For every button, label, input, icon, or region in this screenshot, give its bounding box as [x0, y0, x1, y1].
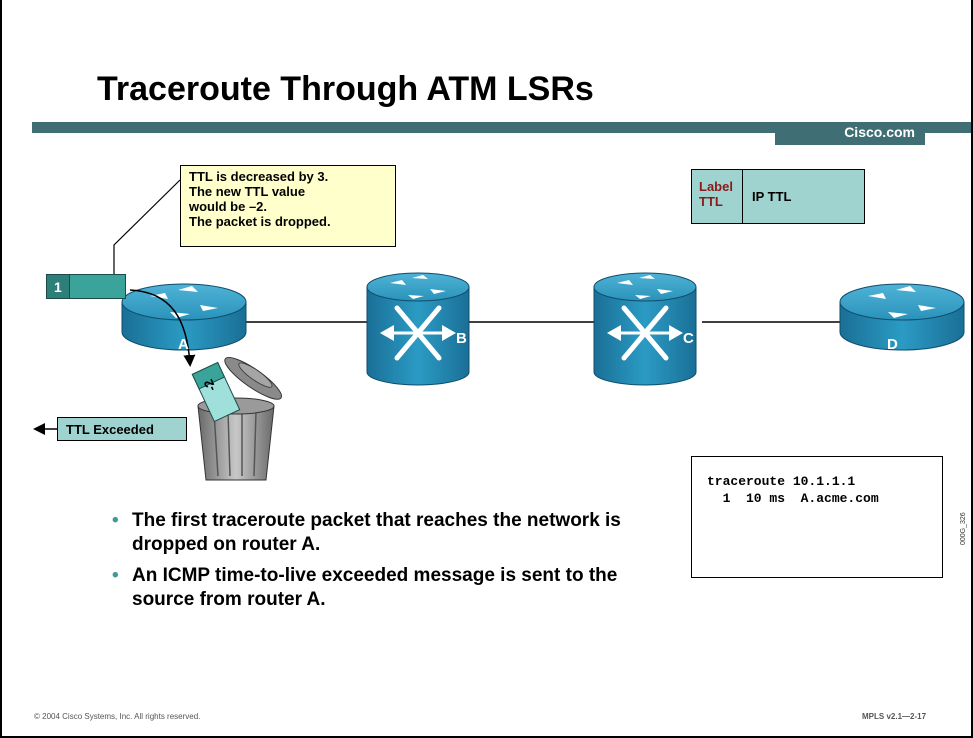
router-d-icon — [839, 283, 965, 351]
traceroute-command: traceroute 10.1.1.1 — [707, 474, 856, 489]
bullet-marker: • — [112, 510, 119, 531]
callout-line: TTL is decreased by 3. — [189, 169, 329, 184]
brand-tab — [775, 122, 925, 145]
bullet-marker: • — [112, 565, 119, 586]
bullet-item: • An ICMP time-to-live exceeded message … — [112, 564, 652, 612]
bullet-list: • The first traceroute packet that reach… — [112, 509, 652, 619]
label-ttl-line: Label — [699, 179, 733, 194]
slide-number: MPLS v2.1—2-17 — [862, 712, 927, 721]
callout-leader — [113, 179, 181, 274]
title-bar-gap — [2, 122, 32, 133]
node-label-d: D — [887, 336, 898, 353]
traceroute-output-box — [691, 456, 943, 578]
dropped-packet — [191, 361, 241, 423]
atm-switch-b-icon — [366, 272, 470, 386]
callout-line: would be –2. — [189, 199, 268, 214]
node-label-b: B — [456, 330, 467, 347]
copyright: © 2004 Cisco Systems, Inc. All rights re… — [34, 712, 201, 721]
ttl-exceeded-box: TTL Exceeded — [57, 417, 187, 441]
node-label-c: C — [683, 330, 694, 347]
callout-line: The packet is dropped. — [189, 214, 331, 229]
traceroute-result: 1 10 ms A.acme.com — [707, 491, 879, 506]
drop-arrow — [129, 289, 196, 367]
ttl-callout: TTL is decreased by 3. The new TTL value… — [180, 165, 396, 247]
slide-code: 000G_326 — [960, 512, 967, 545]
packet-value: 1 — [54, 279, 62, 295]
bullet-text: The first traceroute packet that reaches… — [132, 510, 621, 555]
callout-line: The new TTL value — [189, 184, 306, 199]
brand-label: Cisco.com — [844, 124, 915, 140]
slide-title: Traceroute Through ATM LSRs — [97, 70, 594, 108]
packet-label-cap — [46, 274, 70, 299]
node-label-a: A — [178, 336, 189, 353]
atm-switch-c-icon — [593, 272, 697, 386]
label-ttl-line: TTL — [699, 194, 723, 209]
title-bar — [2, 122, 971, 133]
label-ttl-cell — [691, 169, 743, 224]
bullet-text: An ICMP time-to-live exceeded message is… — [132, 565, 618, 610]
bullet-item: • The first traceroute packet that reach… — [112, 509, 652, 557]
label-ttl-text: Label TTL — [699, 179, 733, 209]
ip-ttl-text: IP TTL — [752, 189, 792, 204]
trash-can-icon — [197, 357, 282, 481]
router-a-icon — [121, 283, 247, 351]
